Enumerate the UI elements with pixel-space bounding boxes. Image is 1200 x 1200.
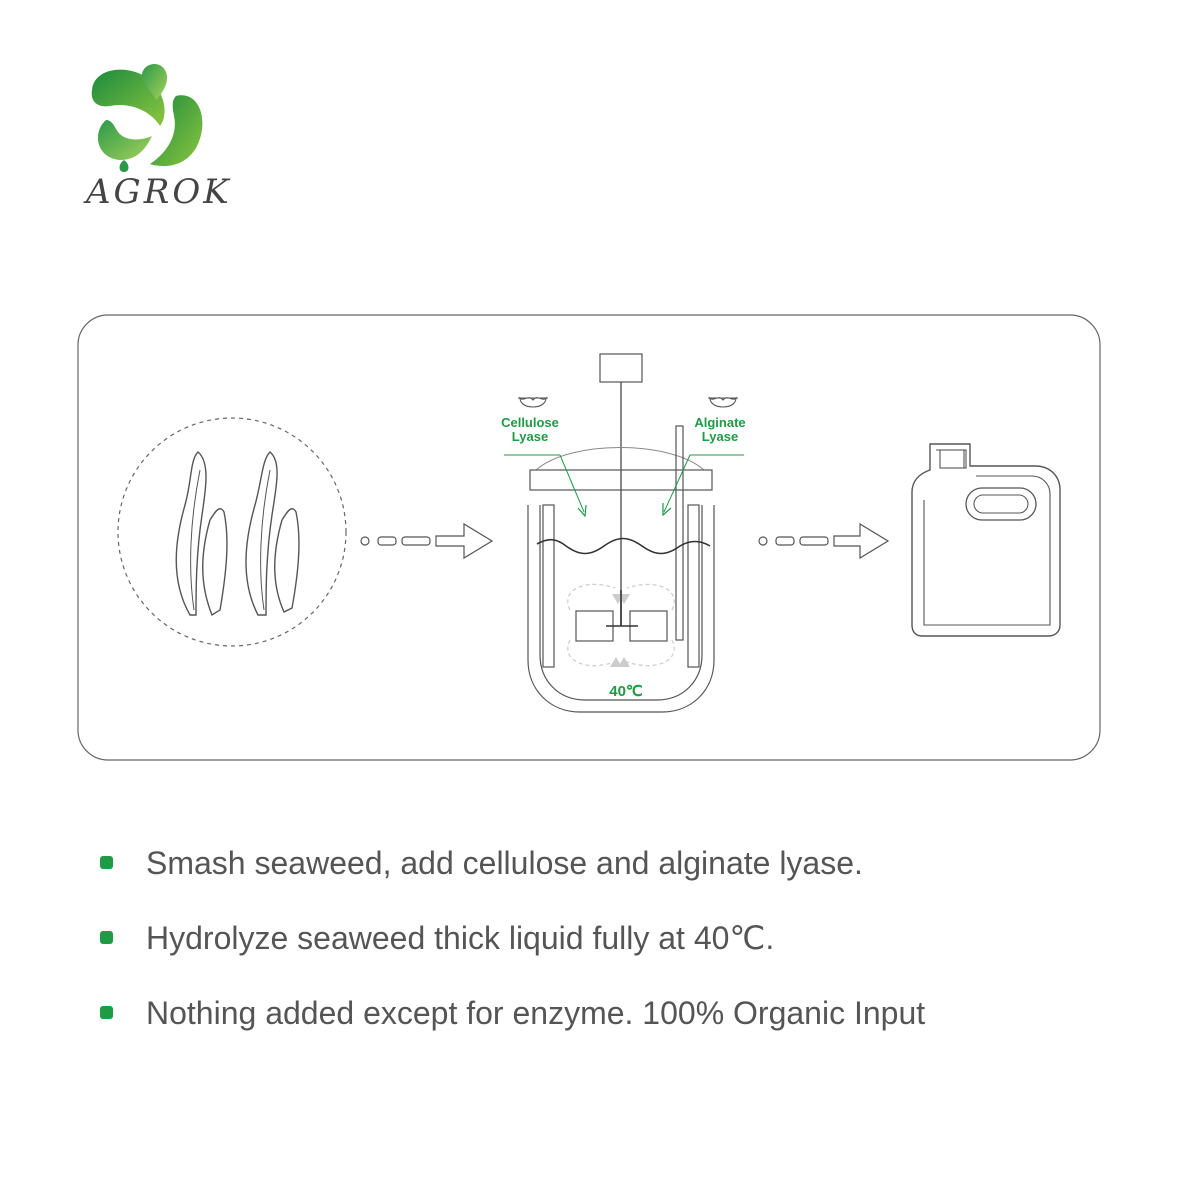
reactor-tank-icon	[527, 353, 715, 713]
alginate-label-line1: Alginate	[694, 415, 745, 430]
bullet-icon	[100, 856, 113, 869]
cellulose-enzyme-icon	[518, 396, 548, 408]
seaweed-icon	[117, 417, 347, 647]
list-item: Nothing added except for enzyme. 100% Or…	[100, 988, 925, 1063]
bullet-icon	[100, 931, 113, 944]
flow-arrow-left-icon	[360, 522, 494, 560]
list-item-text: Smash seaweed, add cellulose and alginat…	[146, 845, 863, 881]
list-item-text: Hydrolyze seaweed thick liquid fully at …	[146, 920, 775, 956]
brand-name: AGROK	[86, 172, 232, 212]
cellulose-label-line1: Cellulose	[501, 415, 559, 430]
alginate-enzyme-icon	[708, 396, 738, 408]
list-item: Hydrolyze seaweed thick liquid fully at …	[100, 913, 925, 988]
reactor-temperature: 40℃	[609, 683, 643, 700]
flow-arrow-right-icon	[758, 522, 890, 560]
list-item-text: Nothing added except for enzyme. 100% Or…	[146, 995, 926, 1031]
cellulose-label-line2: Lyase	[512, 429, 548, 444]
bullet-icon	[100, 1006, 113, 1019]
list-item: Smash seaweed, add cellulose and alginat…	[100, 838, 925, 913]
agrok-logo-icon	[91, 64, 203, 172]
diagram-frame	[77, 314, 1101, 761]
alginate-label-line2: Lyase	[702, 429, 738, 444]
jerry-can-icon	[911, 443, 1061, 637]
feature-list: Smash seaweed, add cellulose and alginat…	[100, 838, 925, 1063]
